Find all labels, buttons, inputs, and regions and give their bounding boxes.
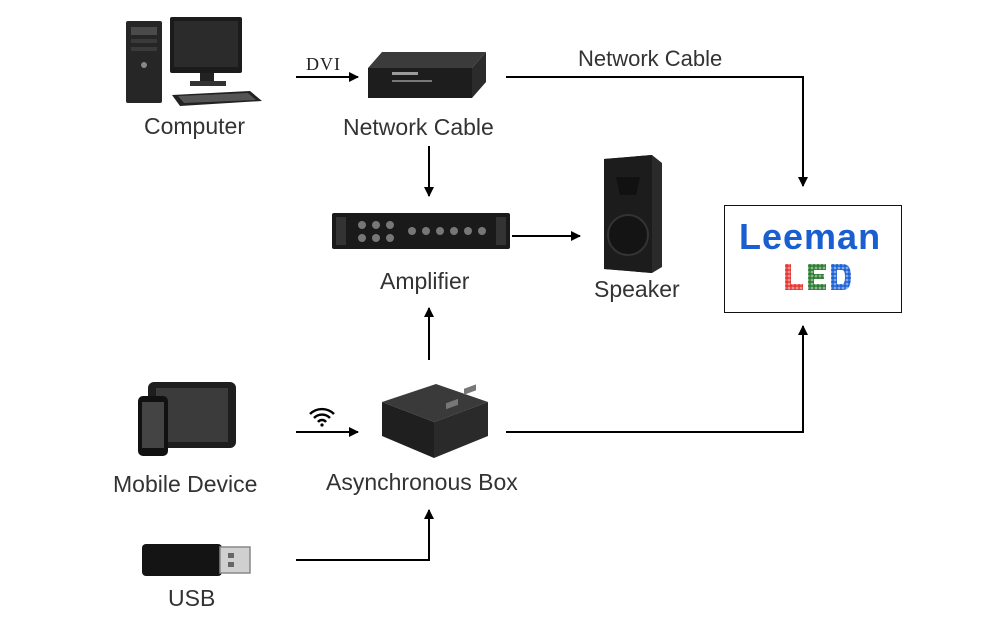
mobile-device-label: Mobile Device [113,471,258,497]
network-cable-edge-label: Network Cable [578,46,723,71]
led-letter-d [831,264,851,290]
controller-label: Network Cable [343,114,494,140]
async-box-label: Asynchronous Box [326,469,518,495]
async-box-icon [382,384,488,458]
wifi-icon [309,407,335,427]
computer-label: Computer [144,113,245,139]
sending-controller-icon [368,52,486,98]
arrow-async-to-display [506,325,808,433]
usb-label: USB [168,585,216,611]
led-letter-e [808,264,826,290]
amplifier-label: Amplifier [380,268,470,294]
arrow-usb-to-async [296,509,434,561]
amplifier-icon [332,213,510,249]
led-letter-l [785,264,803,290]
led-display-panel: Leeman [724,205,902,313]
speaker-icon [604,155,662,273]
arrow-network-to-display [506,76,808,187]
mobile-device-icon [138,382,236,456]
computer-icon [126,17,262,106]
leeman-logo: Leeman [739,216,882,257]
usb-drive-icon [142,544,251,576]
dvi-label: DVI [306,54,341,74]
speaker-label: Speaker [594,276,680,302]
led-logo-icon [785,264,851,290]
